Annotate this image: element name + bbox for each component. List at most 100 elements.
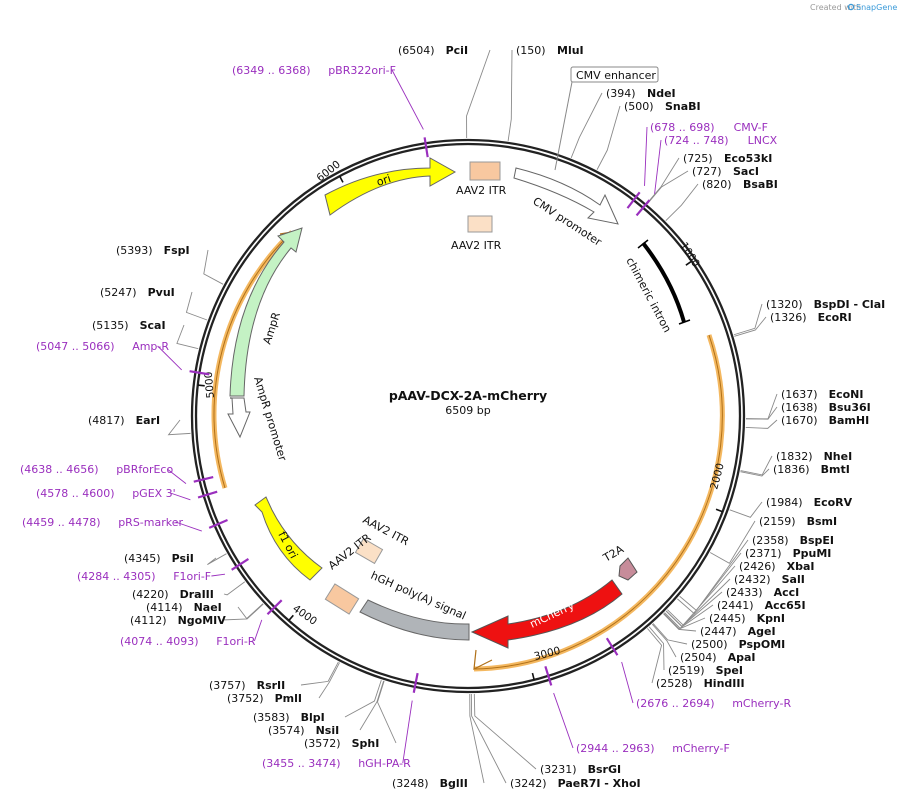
hgh-polya-feature[interactable] (359, 599, 470, 641)
site-position: (2519) (668, 664, 705, 677)
ampr-promoter-feature[interactable] (227, 397, 251, 439)
site-spei[interactable]: (2519)SpeI (668, 664, 743, 677)
site-position: (1638) (781, 401, 818, 414)
site-sphi[interactable]: (3572) SphI (304, 737, 379, 750)
site-position: (3572) (304, 737, 341, 750)
aav2-itr-bottom-outer[interactable] (324, 583, 360, 615)
primer-leader-mcherry-r (621, 661, 634, 704)
primer-pbrforeco[interactable]: (4638 .. 4656)pBRforEco (20, 463, 173, 476)
primer-lncx[interactable]: (724 .. 748)LNCX (664, 134, 778, 147)
site-fspi[interactable]: (5393)FspI (116, 244, 190, 257)
site-position: (500) (624, 100, 654, 113)
site-xbai[interactable]: (2426)XbaI (739, 560, 814, 573)
site-acc65i[interactable]: (2441)Acc65I (717, 599, 806, 612)
site-bsrgi[interactable]: (3231)BsrGI (540, 763, 621, 776)
site-pvui[interactable]: (5247)PvuI (100, 286, 175, 299)
site-ppumi[interactable]: (2371)PpuMI (745, 547, 831, 560)
site-pmli[interactable]: (3752)PmlI (227, 692, 302, 705)
site-nhei[interactable]: (1832)NheI (776, 450, 852, 463)
plasmid-size: 6509 bp (445, 404, 490, 417)
aav2-itr-top-outer[interactable] (469, 161, 501, 181)
site-leader-rsrii (300, 661, 339, 686)
site-hindiii[interactable]: (2528)HindIII (656, 677, 745, 690)
primer-pgex-3[interactable]: (4578 .. 4600)pGEX 3' (36, 487, 176, 500)
site-snabi[interactable]: (500)SnaBI (624, 100, 701, 113)
f1-ori-feature[interactable] (254, 496, 323, 581)
site-position: (3574) (268, 724, 305, 737)
site-bsmi[interactable]: (2159)BsmI (759, 515, 837, 528)
site-leader-bsrgi (473, 693, 537, 770)
site-name: XbaI (787, 560, 815, 573)
site-nsii[interactable]: (3574)NsiI (268, 724, 339, 737)
site-agei[interactable]: (2447)AgeI (700, 625, 776, 638)
site-sali[interactable]: (2432)SalI (734, 573, 805, 586)
site-bamhi[interactable]: (1670)BamHI (781, 414, 869, 427)
primer-range: (4459 .. 4478) (22, 516, 101, 529)
site-leader-ecorv (729, 501, 763, 518)
site-leader-bsmi (709, 520, 756, 564)
primer-hgh-pa-r[interactable]: (3455 .. 3474)hGH-PA-R (262, 757, 411, 770)
site-paer7i-xhoi[interactable]: (3242)PaeR7I - XhoI (510, 777, 641, 790)
site-ngomiv[interactable]: (4112)NgoMIV (130, 614, 226, 627)
site-leader-ndei (570, 92, 603, 159)
site-econi[interactable]: (1637)EcoNI (781, 388, 863, 401)
site-bmti[interactable]: (1836)BmtI (773, 463, 850, 476)
site-scai[interactable]: (5135)ScaI (92, 319, 166, 332)
site-leader-nhei (740, 455, 773, 476)
mcherry-feature[interactable] (470, 579, 623, 649)
site-bglii[interactable]: (3248)BglII (392, 777, 468, 790)
site-kpni[interactable]: (2445)KpnI (709, 612, 785, 625)
site-eco53ki[interactable]: (725)Eco53kI (683, 152, 772, 165)
cmv-promoter-feature[interactable] (513, 167, 619, 225)
ori-feature[interactable] (324, 157, 457, 216)
site-position: (2433) (726, 586, 763, 599)
aav2-itr-top-inner-label: AAV2 ITR (451, 239, 502, 252)
site-bsu36i[interactable]: (1638)Bsu36I (781, 401, 871, 414)
scale-tick-label: 1000 (677, 240, 701, 269)
primer-cmv-f[interactable]: (678 .. 698)CMV-F (650, 121, 768, 134)
primer-mcherry-f[interactable]: (2944 .. 2963)mCherry-F (576, 742, 730, 755)
primer-mark-pbr322ori-f (423, 137, 429, 158)
site-leader-saci (647, 170, 689, 204)
site-acci[interactable]: (2433)AccI (726, 586, 799, 599)
primer-prs-marker[interactable]: (4459 .. 4478)pRS-marker (22, 516, 184, 529)
site-pspomi[interactable]: (2500)PspOMI (691, 638, 785, 651)
site-leader-fspi (203, 249, 224, 285)
site-bspei[interactable]: (2358)BspEI (752, 534, 834, 547)
site-rsrii[interactable]: (3757)RsrII (209, 679, 285, 692)
site-apai[interactable]: (2504)ApaI (680, 651, 756, 664)
site-bspdi-clai[interactable]: (1320)BspDI - ClaI (766, 298, 885, 311)
site-name: DraIII (180, 588, 214, 601)
site-position: (2500) (691, 638, 728, 651)
site-position: (1326) (770, 311, 807, 324)
t2a-feature[interactable] (618, 557, 638, 581)
cmv-enhancer-box[interactable] (570, 66, 659, 83)
site-mlui[interactable]: (150)MluI (516, 44, 584, 57)
ampr-feature[interactable] (229, 227, 303, 397)
primer-f1ori-f[interactable]: (4284 .. 4305)F1ori-F (77, 570, 211, 583)
site-position: (4817) (88, 414, 125, 427)
site-blpi[interactable]: (3583)BlpI (253, 711, 325, 724)
ampr-promoter-label: AmpR promoter (251, 375, 289, 463)
primer-amp-r[interactable]: (5047 .. 5066)Amp-R (36, 340, 169, 353)
site-ecorv[interactable]: (1984)EcoRV (766, 496, 853, 509)
site-saci[interactable]: (727)SacI (692, 165, 759, 178)
site-ecori[interactable]: (1326)EcoRI (770, 311, 852, 324)
aav2-itr-bottom-inner[interactable] (354, 537, 384, 565)
chimeric-intron-feature[interactable] (641, 241, 686, 323)
site-ndei[interactable]: (394)NdeI (606, 87, 676, 100)
site-bsabi[interactable]: (820)BsaBI (702, 178, 778, 191)
site-psii[interactable]: (4345)PsiI (124, 552, 194, 565)
site-name: BamHI (829, 414, 870, 427)
site-eari[interactable]: (4817)EarI (88, 414, 160, 427)
primer-f1ori-r[interactable]: (4074 .. 4093)F1ori-R (120, 635, 256, 648)
site-name: SphI (352, 737, 380, 750)
site-pcii[interactable]: (6504)PciI (398, 44, 468, 57)
site-naei[interactable]: (4114)NaeI (146, 601, 222, 614)
site-draiii[interactable]: (4220)DraIII (132, 588, 214, 601)
site-position: (4114) (146, 601, 183, 614)
primer-pbr322ori-f[interactable]: (6349 .. 6368)pBR322ori-F (232, 64, 396, 77)
primer-mcherry-r[interactable]: (2676 .. 2694)mCherry-R (636, 697, 791, 710)
aav2-itr-top-inner[interactable] (467, 215, 493, 233)
site-name: ScaI (140, 319, 166, 332)
